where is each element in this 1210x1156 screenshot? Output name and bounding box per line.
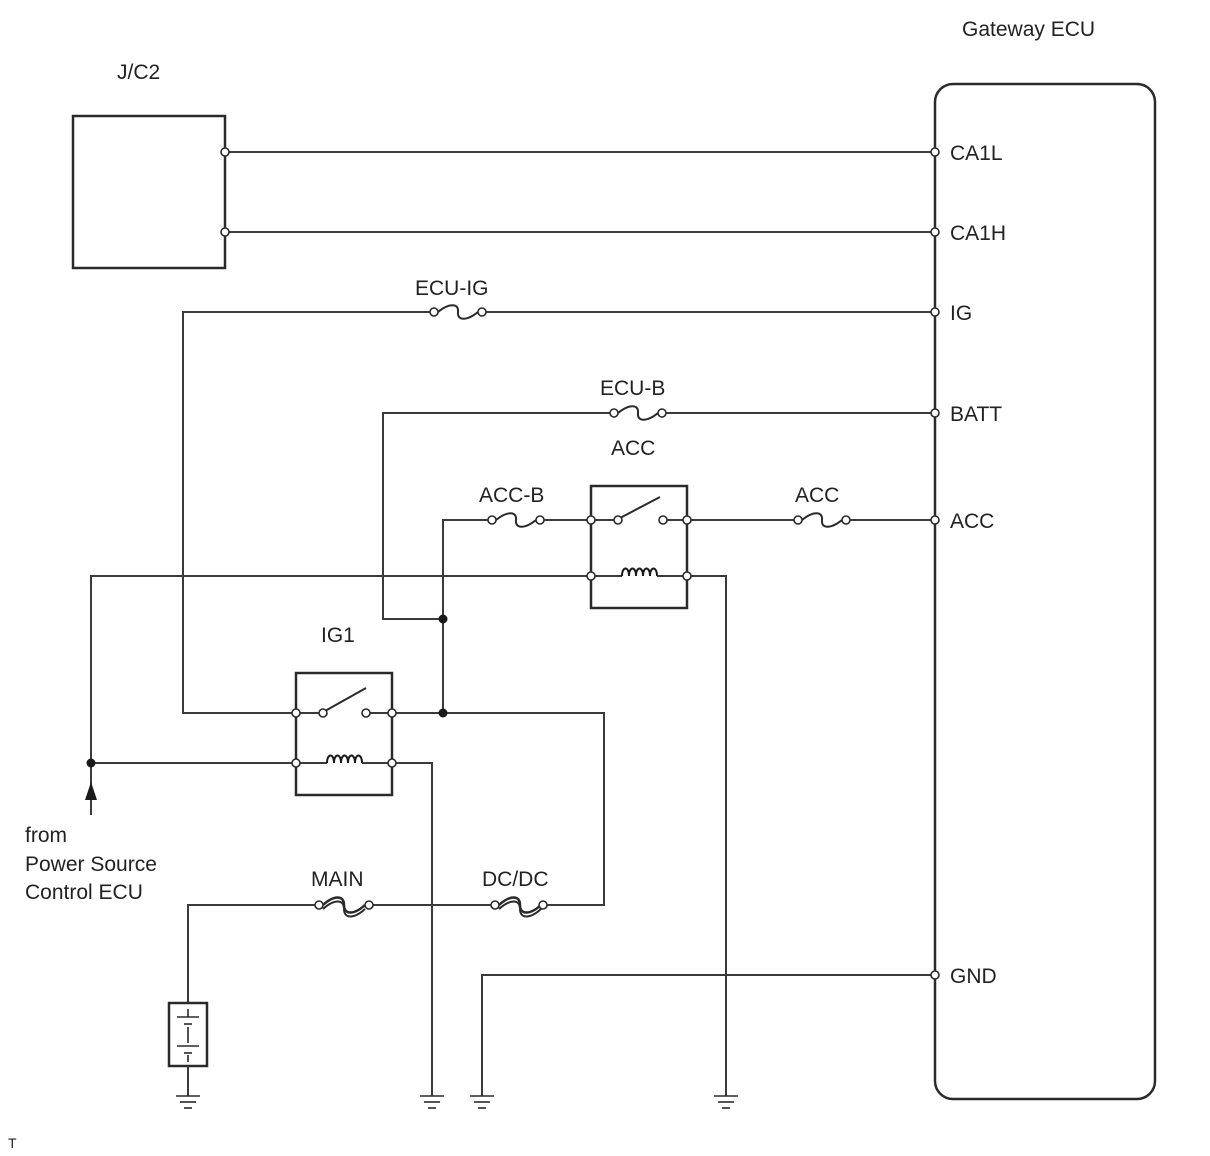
terminal: [930, 227, 940, 237]
wire-batt-left: [382, 412, 614, 620]
junction-dot: [86, 758, 96, 768]
wire-acc-coil-ground: [687, 575, 727, 1096]
source-note-line3: Control ECU: [25, 881, 143, 904]
terminal: [841, 515, 851, 525]
pin-batt-label: BATT: [950, 403, 1002, 426]
terminal: [682, 571, 692, 581]
terminal: [682, 515, 692, 525]
fuse-ecu-ig-icon: [437, 304, 479, 320]
fuse-ecu-ig-label: ECU-IG: [415, 277, 489, 300]
pin-gnd-label: GND: [950, 965, 997, 988]
gateway-ecu-block: [933, 82, 1157, 1101]
source-note-line2: Power Source: [25, 853, 157, 876]
ground-icon: [420, 1095, 444, 1109]
terminal: [429, 307, 439, 317]
terminal: [314, 900, 324, 910]
fuse-dc-dc-label: DC/DC: [482, 868, 549, 891]
wire-acc-b: [442, 519, 492, 713]
terminal: [387, 708, 397, 718]
terminal: [318, 708, 328, 718]
ground-icon: [176, 1095, 200, 1109]
pin-ca1h-label: CA1H: [950, 222, 1006, 245]
terminal: [535, 515, 545, 525]
jc2-label: J/C2: [117, 61, 160, 84]
ig1-relay-blade: [324, 687, 367, 712]
terminal: [490, 900, 500, 910]
wire-ig1-coil-ground: [392, 762, 433, 1096]
acc-relay-block: [589, 484, 689, 610]
ig1-relay-block: [294, 671, 394, 797]
terminal: [364, 900, 374, 910]
terminal: [930, 307, 940, 317]
fuse-dc-dc-icon-2: [498, 900, 542, 918]
acc-relay-label: ACC: [611, 437, 655, 460]
fuse-acc-b-label: ACC-B: [479, 484, 544, 507]
terminal: [613, 515, 623, 525]
terminal: [387, 758, 397, 768]
corner-mark: T: [8, 1135, 17, 1151]
terminal: [220, 147, 230, 157]
fuse-ecu-b-icon: [617, 405, 659, 421]
ground-icon: [714, 1095, 738, 1109]
terminal: [658, 515, 668, 525]
gateway-ecu-label: Gateway ECU: [962, 18, 1095, 41]
junction-dot: [438, 708, 448, 718]
terminal: [477, 307, 487, 317]
jc2-block: [71, 114, 227, 270]
arrow-up-icon: [85, 782, 97, 800]
terminal: [657, 408, 667, 418]
terminal: [586, 515, 596, 525]
terminal: [930, 515, 940, 525]
terminal: [930, 147, 940, 157]
terminal: [930, 408, 940, 418]
terminal: [487, 515, 497, 525]
terminal: [220, 227, 230, 237]
pin-acc-label: ACC: [950, 510, 994, 533]
wire-acc-coil-feed: [90, 575, 591, 763]
fuse-main-icon-2: [322, 900, 366, 918]
fuse-ecu-b-label: ECU-B: [600, 377, 665, 400]
ground-icon: [470, 1095, 494, 1109]
wire-ig: [182, 311, 434, 714]
terminal: [361, 708, 371, 718]
fuse-acc-b-icon: [495, 512, 537, 528]
pin-ca1l-label: CA1L: [950, 142, 1003, 165]
fuse-main-label: MAIN: [311, 868, 364, 891]
pin-ig-label: IG: [950, 302, 972, 325]
ig1-relay-label: IG1: [321, 624, 355, 647]
acc-relay-blade: [619, 496, 661, 519]
acc-relay-coil-icon: [621, 567, 658, 577]
terminal: [793, 515, 803, 525]
terminal: [538, 900, 548, 910]
terminal: [291, 758, 301, 768]
fuse-acc-icon: [801, 512, 843, 528]
wire-gnd: [481, 974, 935, 1096]
terminal: [291, 708, 301, 718]
battery-icon: [167, 1001, 209, 1068]
wire-ig1-supply: [392, 712, 605, 906]
ig1-relay-coil-icon: [326, 754, 363, 764]
wire-battery-main: [187, 904, 319, 1003]
terminal: [609, 408, 619, 418]
junction-dot: [438, 614, 448, 624]
terminal: [930, 970, 940, 980]
terminal: [586, 571, 596, 581]
source-note-line1: from: [25, 824, 67, 847]
fuse-acc-label: ACC: [795, 484, 839, 507]
